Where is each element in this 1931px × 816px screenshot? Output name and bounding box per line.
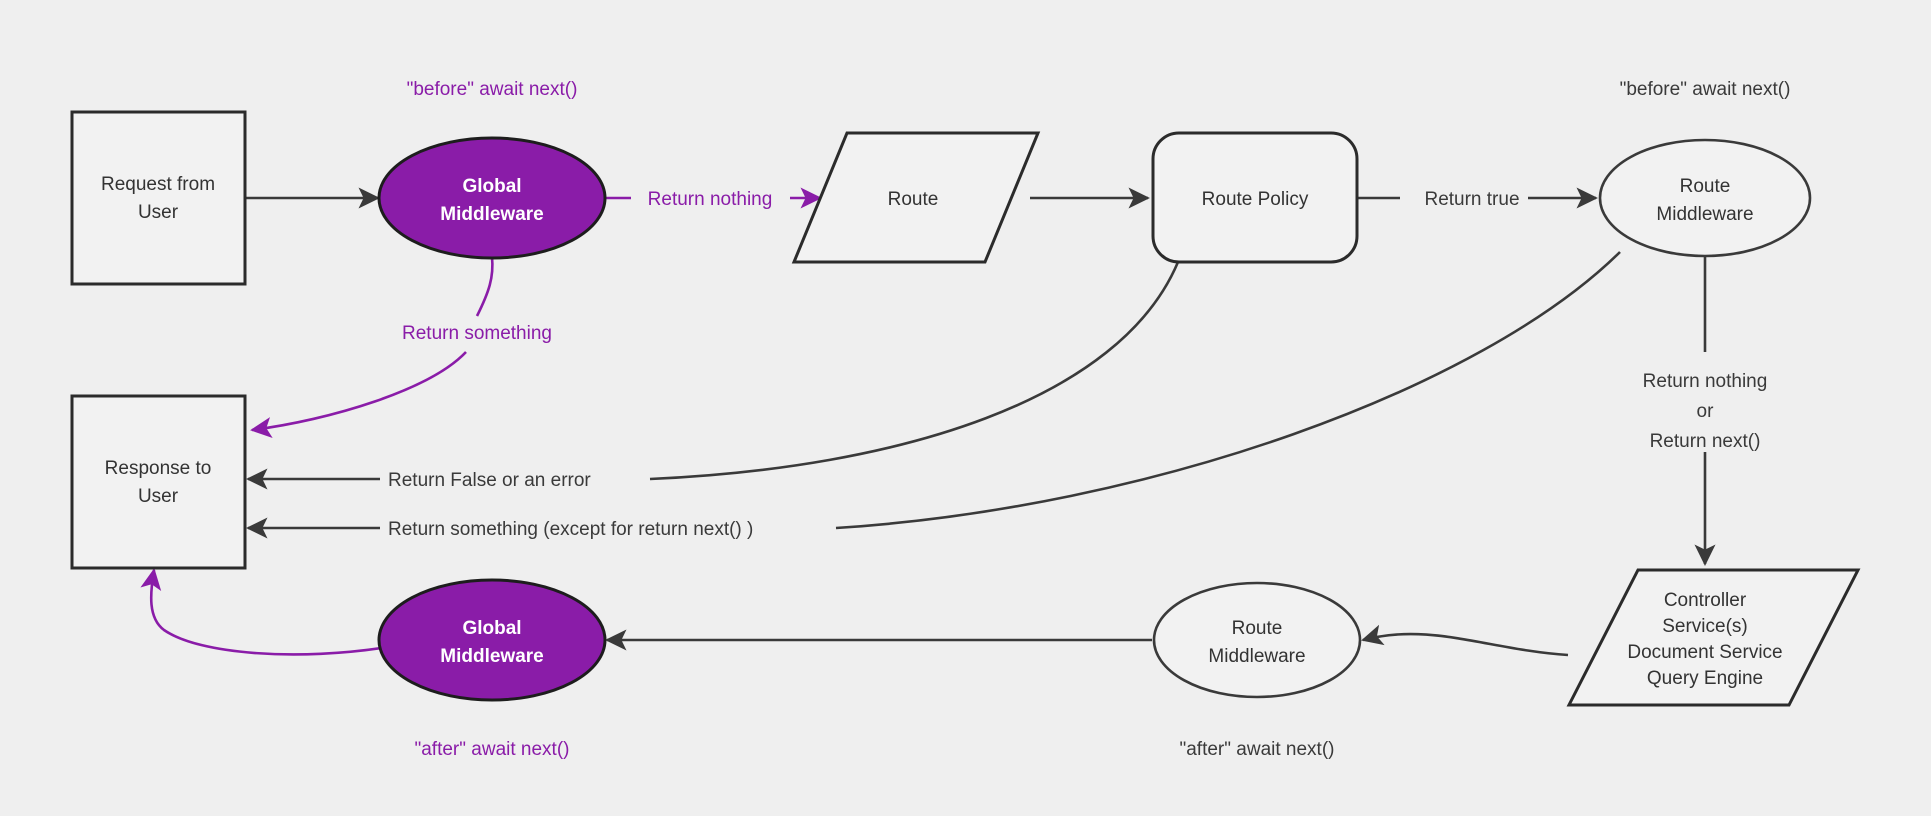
node-route-middleware-bottom[interactable]: Route Middleware xyxy=(1152,581,1362,699)
edge-label-return-something-except: Return something (except for return next… xyxy=(388,519,753,540)
node-global-middleware-top[interactable]: Global Middleware xyxy=(377,136,607,260)
annotation-before-await-next-global: "before" await next() xyxy=(407,79,578,100)
node-route-middleware-top[interactable]: Route Middleware xyxy=(1598,138,1812,258)
node-route-policy[interactable]: Route Policy xyxy=(1151,131,1359,264)
node-request-label-line2: User xyxy=(138,202,179,223)
node-request-label-line1: Request from xyxy=(101,174,215,195)
node-controller-services[interactable]: Controller Service(s) Document Service Q… xyxy=(1566,568,1861,707)
node-route[interactable]: Route xyxy=(791,131,1041,264)
edge-global-mw-return-something-lower xyxy=(250,351,467,438)
node-global-mw-bottom-label-line1: Global xyxy=(462,618,521,639)
node-route-policy-label: Route Policy xyxy=(1202,189,1309,210)
edge-global-mw-return-something-upper xyxy=(475,256,494,317)
edge-label-return-true: Return true xyxy=(1424,189,1519,210)
node-controller-label-line1: Controller xyxy=(1664,590,1747,611)
node-response-label-line1: Response to xyxy=(105,458,212,479)
edge-route-mw-to-response-curve xyxy=(835,251,1621,530)
node-controller-label-line4: Query Engine xyxy=(1647,668,1763,689)
edge-label-return-nothing: Return nothing xyxy=(648,189,773,210)
node-route-mw-bottom-label-line1: Route xyxy=(1232,618,1283,639)
edge-label-route-mw-branch-line2: or xyxy=(1697,401,1715,422)
edge-controller-to-route-mw-bottom xyxy=(1361,624,1569,657)
edge-label-return-something: Return something xyxy=(402,323,552,344)
node-controller-label-line3: Document Service xyxy=(1627,642,1782,663)
annotation-before-await-next-route: "before" await next() xyxy=(1620,79,1791,100)
edge-route-policy-to-response-curve xyxy=(649,261,1180,481)
node-route-mw-top-label-line1: Route xyxy=(1680,176,1731,197)
node-route-mw-top-label-line2: Middleware xyxy=(1656,204,1753,225)
edge-label-route-mw-branch-line1: Return nothing xyxy=(1643,371,1768,392)
node-response-to-user[interactable]: Response to User xyxy=(70,394,247,570)
edge-global-mw-bottom-to-response xyxy=(140,568,389,656)
node-route-mw-bottom-label-line2: Middleware xyxy=(1208,646,1305,667)
node-route-label: Route xyxy=(888,189,939,210)
node-request-from-user[interactable]: Request from User xyxy=(70,110,247,286)
node-global-mw-top-label-line2: Middleware xyxy=(440,204,543,225)
annotation-after-await-next-route: "after" await next() xyxy=(1180,739,1335,760)
annotation-after-await-next-global: "after" await next() xyxy=(415,739,570,760)
node-global-middleware-bottom[interactable]: Global Middleware xyxy=(377,578,607,702)
node-global-mw-top-label-line1: Global xyxy=(462,176,521,197)
edge-label-return-false-or-error: Return False or an error xyxy=(388,470,591,491)
node-response-label-line2: User xyxy=(138,486,179,507)
node-controller-label-line2: Service(s) xyxy=(1662,616,1748,637)
node-global-mw-bottom-label-line2: Middleware xyxy=(440,646,543,667)
edge-label-route-mw-branch-line3: Return next() xyxy=(1650,431,1761,452)
